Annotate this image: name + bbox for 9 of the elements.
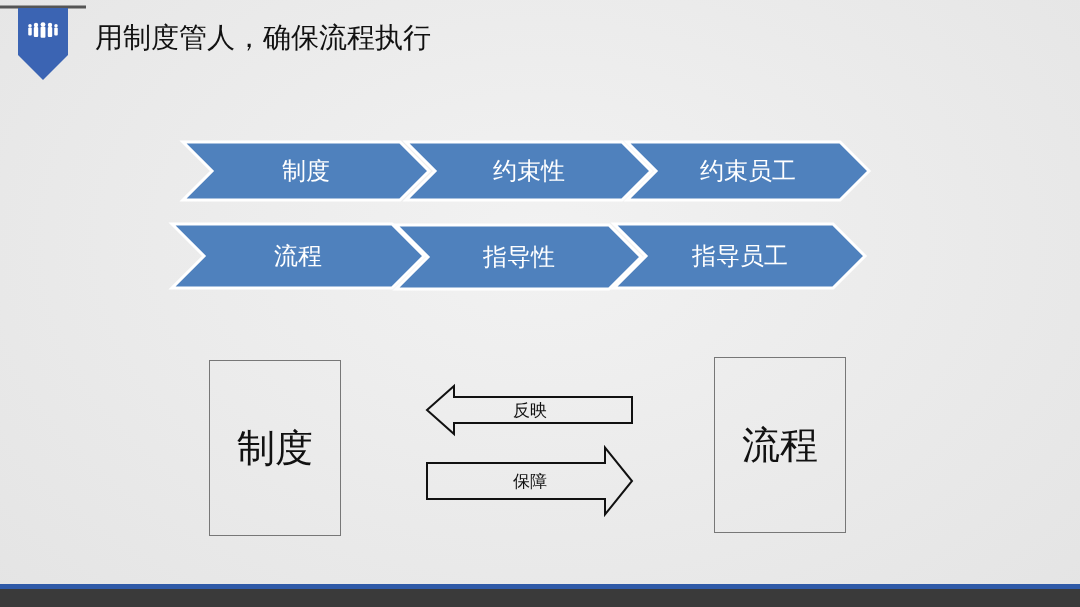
- block-arrow: [425, 383, 633, 437]
- slide-title: 用制度管人，确保流程执行: [95, 21, 431, 55]
- box-label: 制度: [237, 425, 313, 471]
- concept-box: [714, 357, 846, 533]
- edge-label: 保障: [512, 470, 547, 493]
- edge-label: 反映: [512, 399, 547, 422]
- concept-box: [209, 360, 341, 536]
- block-arrow: [426, 444, 634, 518]
- box-label: 流程: [742, 422, 818, 468]
